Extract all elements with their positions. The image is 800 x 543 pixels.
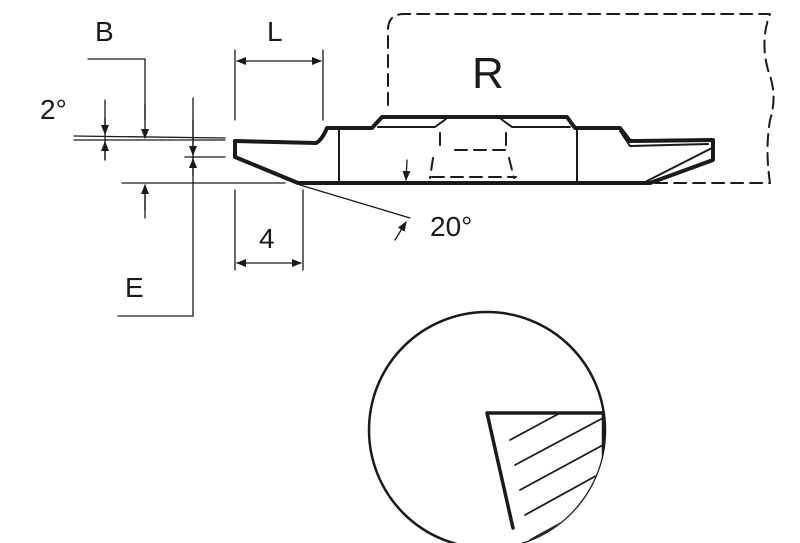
- label-l: L: [267, 16, 283, 47]
- detail-circle: [367, 310, 607, 543]
- holder-outline-dashed: [387, 13, 775, 184]
- label-e: E: [125, 272, 144, 303]
- detail-hatch: [485, 411, 605, 543]
- dimension-lines: [73, 49, 411, 317]
- label-angle-2: 2°: [40, 94, 67, 125]
- label-4: 4: [259, 223, 275, 254]
- label-b: B: [95, 16, 114, 47]
- label-r: R: [472, 49, 504, 98]
- insert-inner-lines: [338, 118, 713, 184]
- hidden-lines: [429, 132, 517, 179]
- label-angle-20: 20°: [430, 211, 473, 242]
